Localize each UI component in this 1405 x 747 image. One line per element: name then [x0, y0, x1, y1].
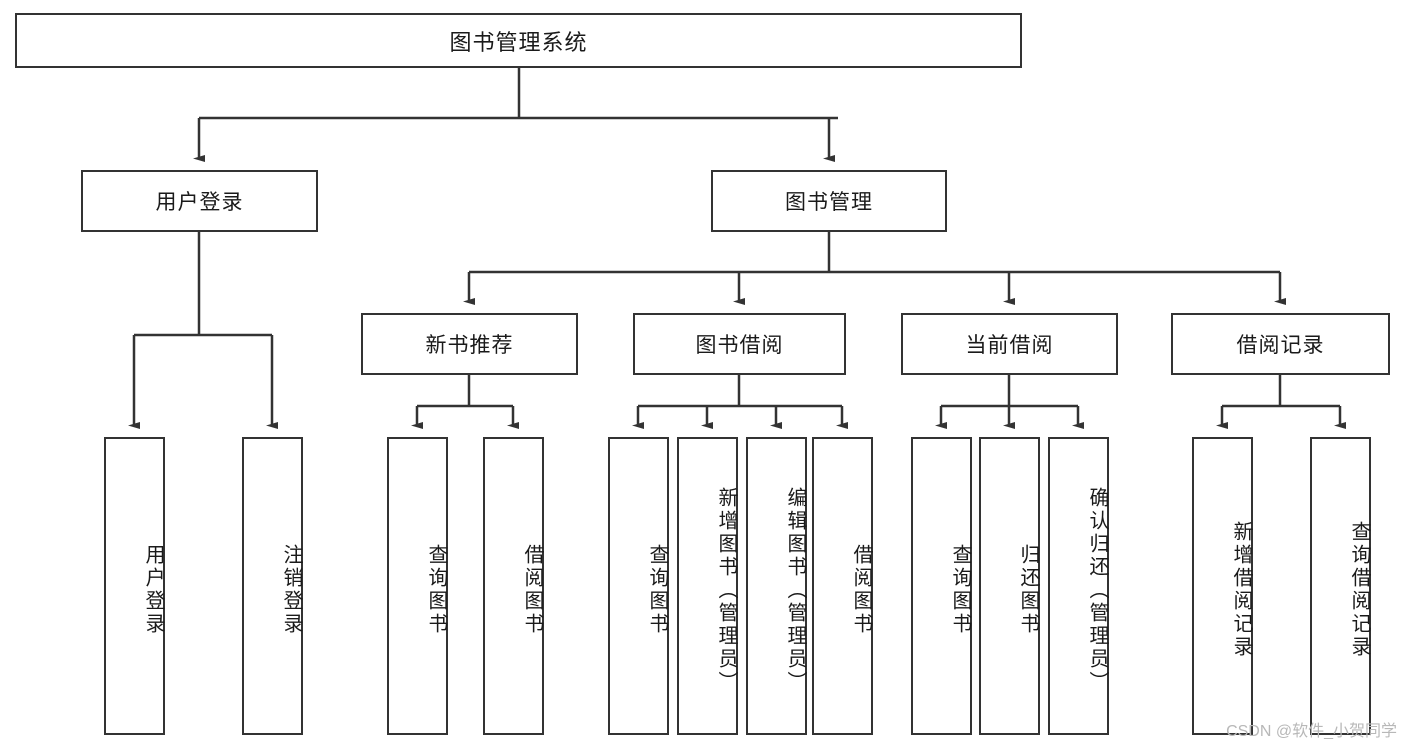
leaf-query-book-1[interactable]: 查询图书 — [387, 437, 448, 735]
leaf-label: 注销登录 — [280, 544, 302, 636]
node-book-management[interactable]: 图书管理 — [711, 170, 947, 232]
leaf-label: 查询图书 — [646, 544, 668, 636]
leaf-label: 编辑图书（管理员） — [784, 486, 806, 694]
node-borrow-record[interactable]: 借阅记录 — [1171, 313, 1390, 375]
leaf-add-book[interactable]: 新增图书（管理员） — [677, 437, 738, 735]
leaf-borrow-book-1[interactable]: 借阅图书 — [483, 437, 544, 735]
leaf-label: 查询图书 — [425, 544, 447, 636]
leaf-label: 归还图书 — [1017, 544, 1039, 636]
leaf-borrow-book-2[interactable]: 借阅图书 — [812, 437, 873, 735]
leaf-return-book[interactable]: 归还图书 — [979, 437, 1040, 735]
leaf-label: 新增图书（管理员） — [715, 486, 737, 694]
node-user-login[interactable]: 用户登录 — [81, 170, 318, 232]
leaf-add-record[interactable]: 新增借阅记录 — [1192, 437, 1253, 735]
leaf-label: 借阅图书 — [521, 544, 543, 636]
leaf-label: 用户登录 — [142, 544, 164, 636]
leaf-confirm-return[interactable]: 确认归还（管理员） — [1048, 437, 1109, 735]
node-current-borrow[interactable]: 当前借阅 — [901, 313, 1118, 375]
leaf-query-book-2[interactable]: 查询图书 — [608, 437, 669, 735]
leaf-label: 查询借阅记录 — [1348, 521, 1370, 659]
node-new-book-recommend[interactable]: 新书推荐 — [361, 313, 578, 375]
node-book-borrow[interactable]: 图书借阅 — [633, 313, 846, 375]
leaf-label: 借阅图书 — [850, 544, 872, 636]
leaf-edit-book[interactable]: 编辑图书（管理员） — [746, 437, 807, 735]
leaf-logout[interactable]: 注销登录 — [242, 437, 303, 735]
leaf-query-book-3[interactable]: 查询图书 — [911, 437, 972, 735]
leaf-query-record[interactable]: 查询借阅记录 — [1310, 437, 1371, 735]
leaf-label: 查询图书 — [949, 544, 971, 636]
node-root-system[interactable]: 图书管理系统 — [15, 13, 1022, 68]
leaf-label: 新增借阅记录 — [1230, 521, 1252, 659]
leaf-user-login[interactable]: 用户登录 — [104, 437, 165, 735]
leaf-label: 确认归还（管理员） — [1086, 486, 1108, 694]
